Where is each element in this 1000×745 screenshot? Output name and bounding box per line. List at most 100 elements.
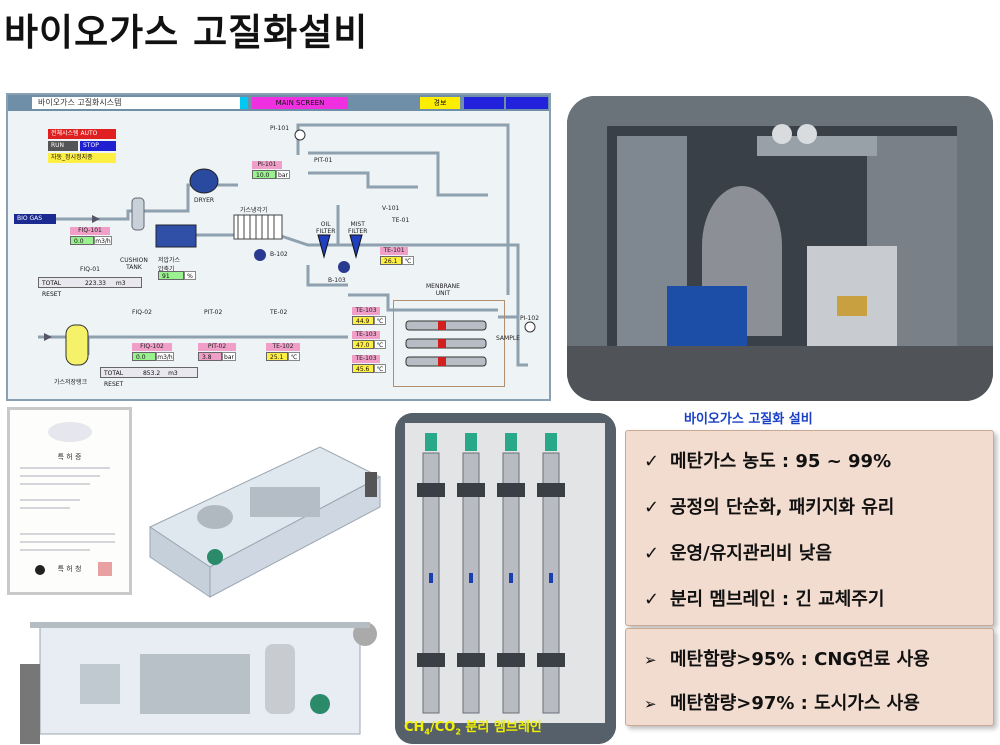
stop-button[interactable]: STOP: [80, 141, 116, 151]
facility-photo-caption: 바이오가스 고질화 설비: [684, 412, 813, 427]
feature-text: 공정의 단순화, 패키지화 유리: [670, 497, 895, 518]
patent-certificate: 특 허 증 특 허 청: [7, 407, 132, 595]
fiq01-total-value: 223.33: [84, 280, 106, 287]
valve-shape: [92, 215, 100, 223]
te103a-unit: ℃: [374, 316, 386, 325]
dryer-shape: [189, 168, 219, 194]
te101-value: 26.1: [380, 256, 402, 265]
compressor-value: 91: [158, 271, 184, 280]
compressor-shape: [155, 224, 197, 248]
fiq01-total-unit: m3: [115, 280, 126, 287]
te102-value: 25.1: [266, 352, 288, 361]
fiq102-tag: FIQ-102: [132, 343, 172, 351]
cushion-tank-label: CUSHION TANK: [120, 257, 148, 271]
fiq01-total-label: TOTAL: [42, 280, 62, 287]
fiq101-unit: m3/h: [94, 236, 112, 245]
compressor-unit: %: [184, 271, 196, 280]
b103-label: B-103: [328, 277, 346, 284]
fiq102-value: 0.0: [132, 352, 156, 361]
pi102-label: PI-102: [520, 315, 540, 322]
feature-text: 메탄가스 농도 : 95 ~ 99%: [670, 451, 892, 472]
facility-photo-illustration: [567, 96, 993, 401]
toolbar-button-2[interactable]: [506, 97, 548, 109]
scada-toolbar: 바이오가스 고질화시스템 MAIN SCREEN 경보: [8, 95, 549, 111]
sample-label: SAMPLE: [496, 335, 520, 342]
pi101-gauge-shape: [294, 129, 306, 141]
facility-photo: [567, 96, 993, 401]
mist-filter-shape: [349, 234, 363, 259]
storage-tank-shape: [65, 324, 89, 366]
cooler-label: 가스냉각기: [240, 207, 268, 214]
run-button[interactable]: RUN: [48, 141, 78, 151]
te102-tag: TE-102: [266, 343, 300, 351]
scada-screen: 바이오가스 고질화시스템 MAIN SCREEN 경보: [6, 93, 551, 401]
feature-item: ✓ 메탄가스 농도 : 95 ~ 99%: [644, 447, 891, 473]
feature-text: 운영/유지관리비 낮음: [670, 543, 832, 564]
oil-filter-shape: [317, 234, 331, 259]
cooler-shape: [233, 214, 283, 240]
fiq102-unit: m3/h: [156, 352, 174, 361]
check-icon: ✓: [644, 451, 660, 472]
membrane-formula-co: /CO: [430, 720, 456, 735]
fiq01-reset-button[interactable]: RESET: [42, 291, 62, 298]
fiq02-total-label: TOTAL: [104, 370, 124, 377]
certificate-text-lines: [20, 422, 115, 576]
pi101-tag: PI-101: [252, 161, 282, 169]
usage-text: 메탄함량>97% : 도시가스 사용: [670, 693, 920, 714]
equipment-side-render-illustration: [20, 622, 377, 744]
alarm-button[interactable]: 경보: [420, 97, 460, 109]
arrow-icon: ➢: [644, 695, 657, 713]
membrane-formula-sub-4: 4: [424, 727, 430, 737]
pit01-label: PIT-01: [314, 157, 333, 164]
main-screen-button[interactable]: MAIN SCREEN: [252, 97, 348, 109]
te103a-value: 44.9: [352, 316, 374, 325]
membrane-formula-ch: CH: [404, 720, 425, 735]
te103b-tag: TE-103: [352, 331, 380, 339]
pit02-tag: PIT-02: [198, 343, 236, 351]
toolbar-button-1[interactable]: [464, 97, 504, 109]
equipment-3d-render: [140, 407, 390, 602]
te103c-tag: TE-103: [352, 355, 380, 363]
check-icon: ✓: [644, 543, 660, 564]
te01-label: TE-01: [392, 217, 410, 224]
mode-status-label: 자동_정시정지중: [48, 153, 116, 163]
usage-item: ➢ 메탄함량>95% : CNG연료 사용: [644, 645, 930, 671]
equipment-3d-render-illustration: [148, 446, 382, 598]
membrane-photo: [395, 413, 616, 744]
feature-item: ✓분리 멤브레인 : 긴 교체주기: [644, 585, 884, 611]
membrane-unit-panel: [393, 300, 505, 387]
oil-filter-label: OIL FILTER: [316, 221, 336, 235]
process-piping-diagram: [38, 123, 536, 367]
membrane-photo-illustration: [395, 413, 616, 744]
usage-text: 메탄함량>95% : CNG연료 사용: [670, 649, 930, 670]
cushion-tank-shape: [131, 197, 145, 231]
te103b-unit: ℃: [374, 340, 386, 349]
membrane-photo-caption: CH4/CO2 분리 멤브레인: [404, 716, 542, 737]
te101-unit: ℃: [402, 256, 414, 265]
feature-text: 분리 멤브레인 : 긴 교체주기: [670, 589, 885, 610]
page-title: 바이오가스 고질화설비: [4, 11, 369, 54]
dryer-label: DRYER: [194, 197, 215, 204]
pi102-gauge-shape: [524, 321, 536, 333]
usage-item: ➢ 메탄함량>97% : 도시가스 사용: [644, 689, 920, 715]
fiq02-total-box: TOTAL 853.2 m3 RESET: [100, 367, 198, 388]
mist-filter-label: MIST FILTER: [348, 221, 368, 235]
arrow-icon: ➢: [644, 651, 657, 669]
compressor-label: 저압가스 압축기: [158, 257, 181, 273]
fiq02-label: FIQ-02: [132, 309, 152, 316]
fiq01-total-box: TOTAL 223.33 m3 RESET: [38, 277, 142, 298]
membrane-caption-text: 분리 멤브레인: [460, 720, 542, 735]
fiq101-tag: FIQ-101: [70, 227, 110, 235]
bio-gas-inlet-label: BIO GAS: [14, 214, 56, 224]
pump-b103-shape: [338, 261, 350, 273]
certificate-footer: 특 허 청: [57, 565, 82, 573]
te103c-value: 45.6: [352, 364, 374, 373]
valve-shape-2: [44, 333, 52, 341]
b102-label: B-102: [270, 251, 288, 258]
mode-auto-indicator[interactable]: 전체시스템 AUTO: [48, 129, 116, 139]
fiq02-reset-button[interactable]: RESET: [104, 381, 124, 388]
feature-list-box: ✓ 메탄가스 농도 : 95 ~ 99% ✓ 공정의 단순화, 패키지화 유리 ✓ 운…: [625, 430, 994, 626]
te103a-tag: TE-103: [352, 307, 380, 315]
scada-window-title: 바이오가스 고질화시스템: [32, 97, 240, 109]
fiq01-label: FIQ-01: [80, 266, 100, 273]
